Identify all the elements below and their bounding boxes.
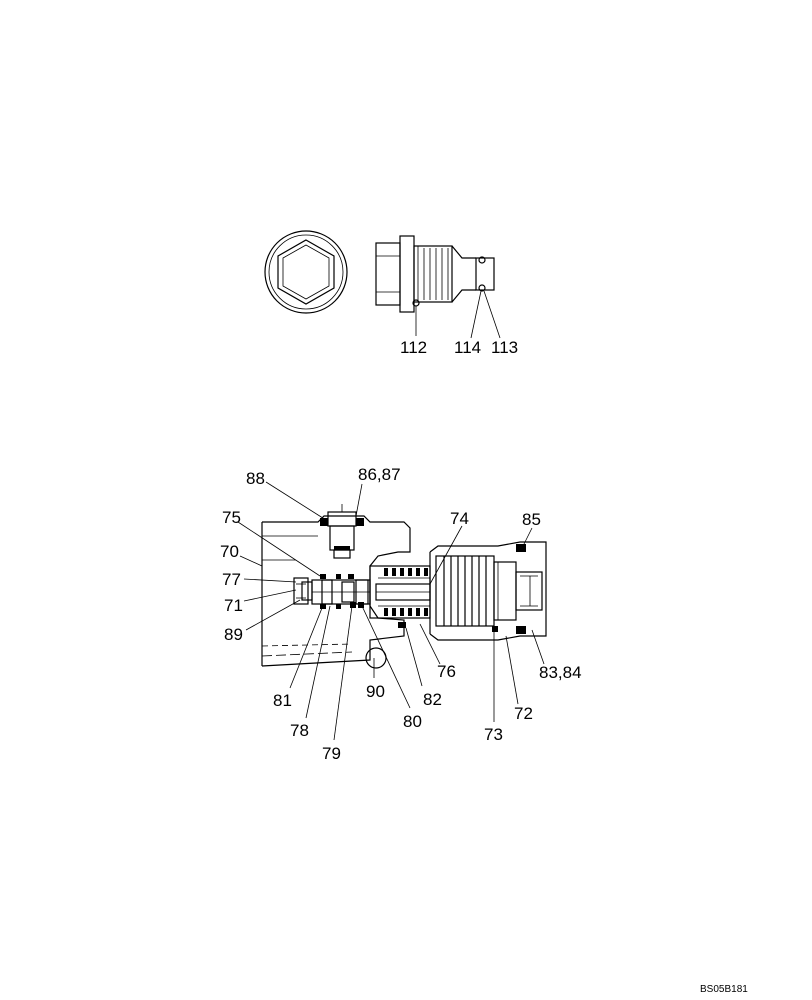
plug-side-view — [375, 235, 501, 339]
valve-cover-72 — [429, 541, 547, 641]
plug-end-view — [264, 230, 348, 314]
label-90: 90 — [366, 682, 385, 701]
label-72: 72 — [514, 704, 533, 723]
label-112: 112 — [400, 338, 427, 357]
label-86-87: 86,87 — [358, 465, 401, 484]
label-71: 71 — [224, 596, 243, 615]
label-81: 81 — [273, 691, 292, 710]
label-114: 114 — [454, 338, 481, 357]
label-83-84: 83,84 — [539, 663, 582, 682]
label-77: 77 — [222, 570, 241, 589]
label-70: 70 — [220, 542, 239, 561]
label-89: 89 — [224, 625, 243, 644]
label-73: 73 — [484, 725, 503, 744]
label-85: 85 — [522, 510, 541, 529]
label-82: 82 — [423, 690, 442, 709]
drawing-code: BS05B181 — [700, 984, 748, 995]
label-78: 78 — [290, 721, 309, 740]
label-75: 75 — [222, 508, 241, 527]
label-88: 88 — [246, 469, 265, 488]
label-74: 74 — [450, 509, 469, 528]
leader-lines — [237, 481, 545, 741]
label-113: 113 — [491, 338, 518, 357]
label-79: 79 — [322, 744, 341, 763]
label-80: 80 — [403, 712, 422, 731]
label-76: 76 — [437, 662, 456, 681]
